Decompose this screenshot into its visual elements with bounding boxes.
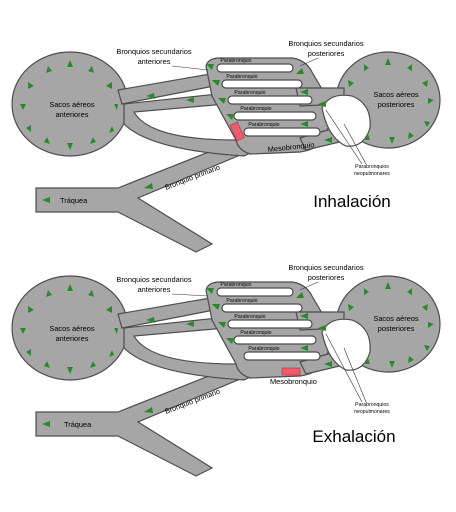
parabronchus-label: Parabronquio	[234, 90, 265, 96]
neo-label-2: neopulmonares	[354, 409, 390, 415]
phase-title-exhalation: Exhalación	[312, 427, 395, 446]
leader-line	[171, 65, 209, 71]
leader-line	[343, 123, 367, 165]
exhalation-valve-marker	[281, 367, 301, 376]
leader-line	[343, 347, 367, 403]
mesobronchus-label: Mesobronquio	[270, 377, 317, 386]
exhalation-diagram: Sacos aéreos anteriores Sacos aéreos pos…	[11, 263, 441, 477]
anterior-sacs-label-2: anteriores	[56, 110, 89, 119]
leader-line	[171, 293, 209, 297]
inhalation-valve-marker	[229, 121, 245, 142]
posterior-sacs-label-1: Sacos aéreos	[373, 314, 418, 323]
trachea-label: Tráquea	[60, 196, 88, 205]
neo-label-2: neopulmonares	[354, 171, 390, 177]
parabronchus-label: Parabronquio	[234, 314, 265, 320]
parabronchus-label: Parabronquio	[220, 282, 251, 288]
sec-posterior-label-1: Bronquios secundarios	[288, 263, 363, 272]
sec-anterior-label-1: Bronquios secundarios	[116, 47, 191, 56]
leader-line	[299, 57, 319, 67]
parabronchus-label: Parabronquio	[240, 330, 271, 336]
posterior-sacs-label-1: Sacos aéreos	[373, 90, 418, 99]
parabronchus-label: Parabronquio	[226, 74, 257, 80]
parabronchus-label: Parabronquio	[220, 58, 251, 64]
neo-label-1: Parabronquios	[355, 164, 389, 170]
anterior-sacs-label-2: anteriores	[56, 334, 89, 343]
neo-label-1: Parabronquios	[355, 402, 389, 408]
anterior-sacs-label-1: Sacos aéreos	[49, 324, 94, 333]
anterior-sacs-label-1: Sacos aéreos	[49, 100, 94, 109]
sec-posterior-label-2: posteriores	[308, 273, 345, 282]
exhalation-airway-geometry	[11, 275, 441, 477]
sec-posterior-label-2: posteriores	[308, 49, 345, 58]
parabronchus-label: Parabronquio	[240, 106, 271, 112]
inhalation-diagram: Sacos aéreos anteriores Sacos aéreos pos…	[11, 39, 441, 253]
sec-posterior-label-1: Bronquios secundarios	[288, 39, 363, 48]
leader-line	[325, 333, 363, 403]
sec-anterior-label-1: Bronquios secundarios	[116, 275, 191, 284]
sec-anterior-label-2: anteriores	[138, 285, 171, 294]
leader-line	[299, 281, 319, 291]
sec-anterior-label-2: anteriores	[138, 57, 171, 66]
trachea-label: Tráquea	[64, 420, 92, 429]
parabronchus-label: Parabronquio	[226, 298, 257, 304]
posterior-sacs-label-2: posteriores	[378, 100, 415, 109]
leader-line	[325, 109, 363, 165]
phase-title-inhalation: Inhalación	[313, 192, 391, 211]
parabronchus-label: Parabronquio	[248, 346, 279, 352]
parabronchus-label: Parabronquio	[248, 122, 279, 128]
inhalation-airway-geometry	[11, 51, 441, 253]
posterior-sacs-label-2: posteriores	[378, 324, 415, 333]
